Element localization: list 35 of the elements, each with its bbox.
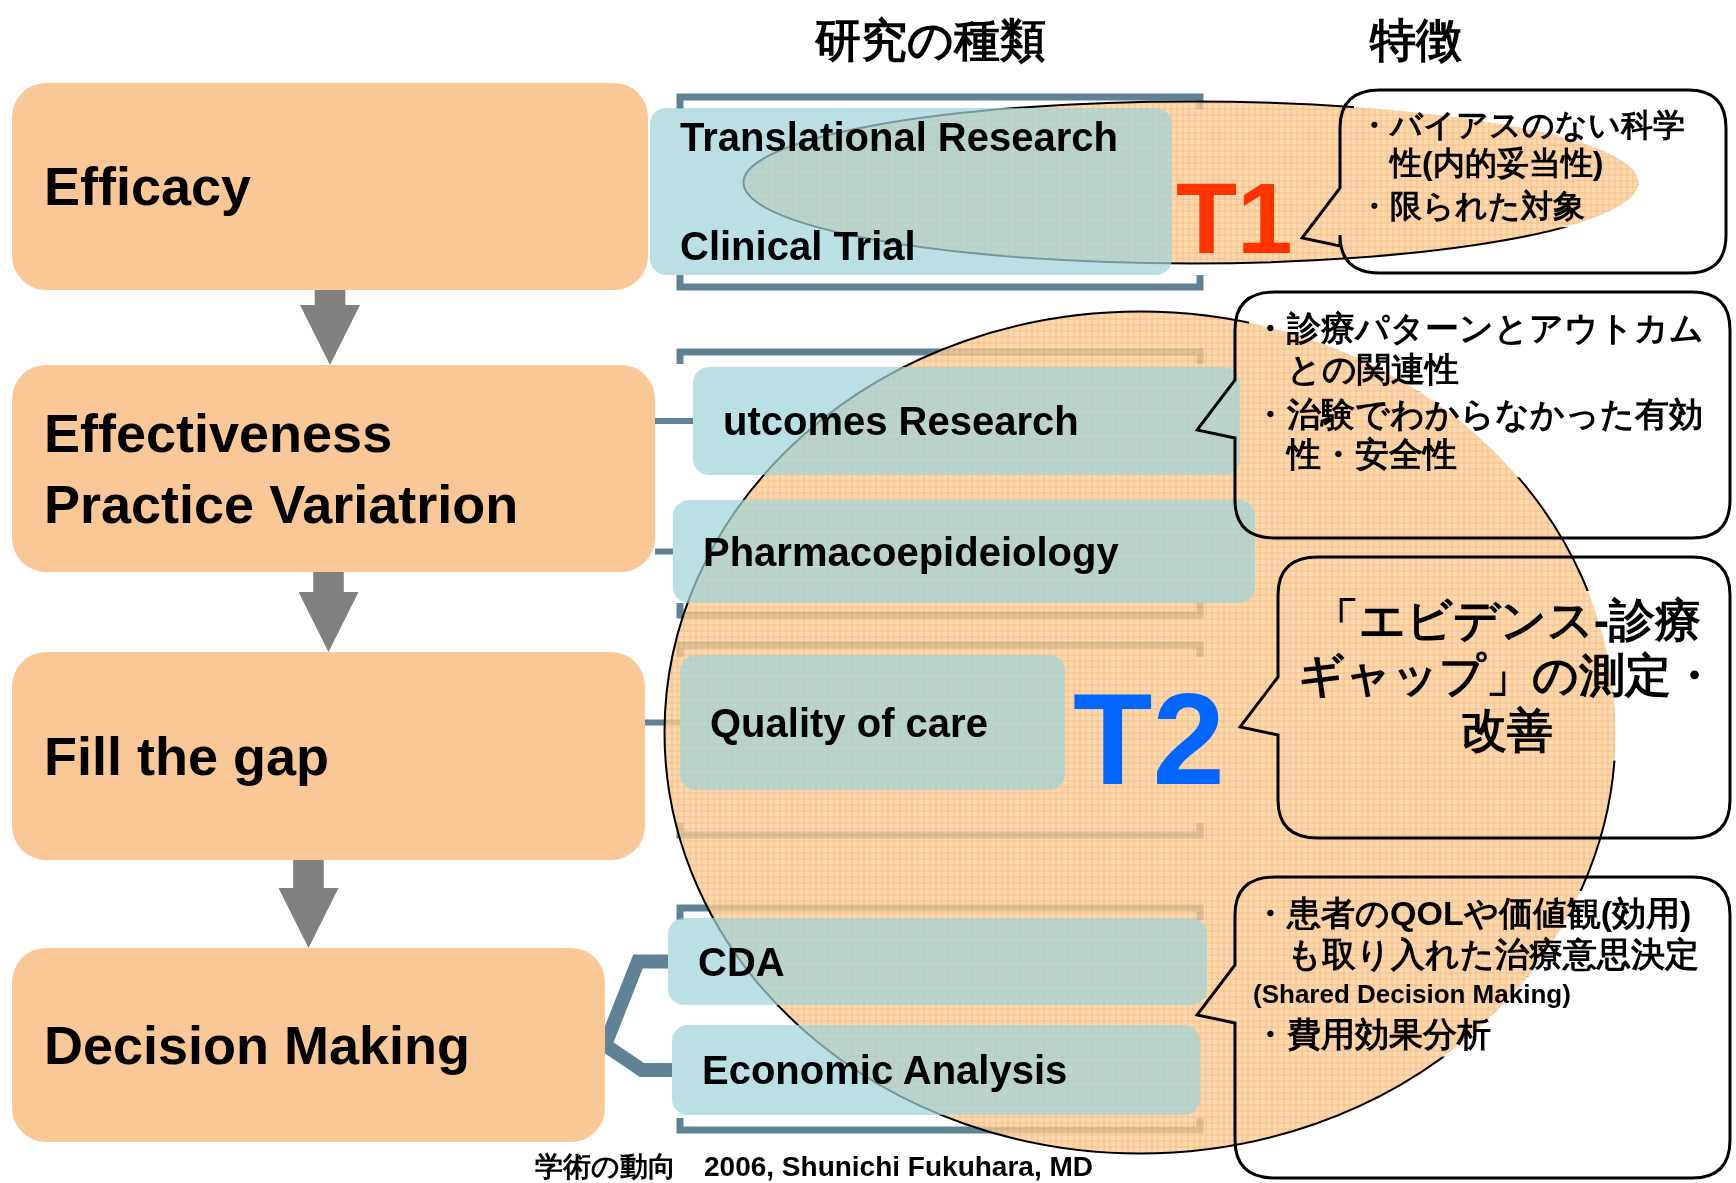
connector-line	[655, 548, 673, 555]
stage-box	[12, 948, 605, 1142]
source-note: 学術の動向 2006, Shunichi Fukuhara, MD	[535, 1150, 1093, 1183]
feature-text: ・バイアスのない科学性(内的妥当性)	[1358, 106, 1686, 183]
stage-label: Fill the gap	[44, 724, 330, 788]
research-type-label: Translational Research	[680, 114, 1119, 160]
feature-text: ・限られた対象	[1358, 186, 1586, 226]
stage-label: Effectiveness	[44, 402, 394, 466]
feature-text: (Shared Decision Making)	[1253, 978, 1572, 1010]
stage-box	[12, 652, 645, 860]
research-type-box	[650, 108, 1172, 275]
research-type-label: utcomes Research	[723, 398, 1080, 444]
research-type-label: Clinical Trial	[680, 223, 917, 269]
region-label: T2	[1073, 674, 1225, 804]
feature-text: ・患者のQOLや価値観(効用)も取り入れた治療意思決定	[1253, 893, 1700, 975]
stage-label: Efficacy	[44, 155, 253, 219]
research-type-label: CDA	[698, 938, 786, 985]
block-arrow	[278, 860, 339, 948]
feature-text: ・診療パターンとアウトカムとの関連性	[1253, 308, 1705, 390]
region-label: T1	[1176, 168, 1293, 268]
feature-text: ・費用効果分析	[1253, 1013, 1492, 1055]
feature-text: 「エビデンス-診療ギャップ」の測定・改善	[1296, 593, 1718, 759]
column-heading: 特徴	[1370, 13, 1462, 68]
research-type-label: Economic Analysis	[702, 1047, 1069, 1093]
column-heading: 研究の種類	[815, 13, 1046, 68]
stage-label: Decision Making	[44, 1013, 472, 1077]
connector-line	[655, 418, 693, 424]
research-type-label: Pharmacoepideiology	[703, 528, 1120, 575]
research-type-label: Quality of care	[710, 699, 989, 746]
block-arrow	[298, 572, 359, 652]
block-arrow	[300, 290, 360, 365]
stage-box	[12, 83, 648, 290]
stage-label: Practice Variatrion	[44, 472, 520, 536]
feature-text: ・治験でわからなかった有効性・安全性	[1253, 393, 1704, 476]
stage-box	[12, 365, 655, 572]
